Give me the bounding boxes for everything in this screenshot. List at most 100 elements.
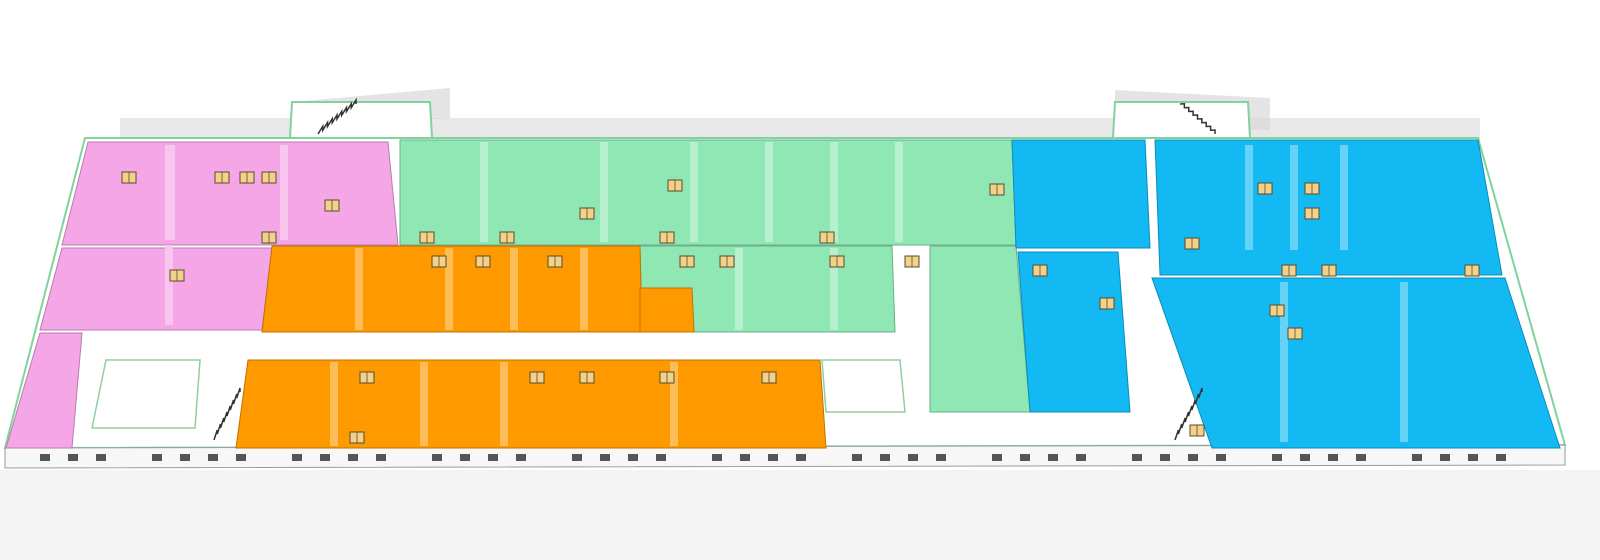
room-pink-mid xyxy=(39,247,273,331)
window-icon xyxy=(1281,264,1297,277)
courtyard-east xyxy=(821,359,906,413)
window-icon xyxy=(320,454,330,461)
partition-wall-13 xyxy=(510,248,518,330)
stair-icon xyxy=(1174,387,1203,441)
room-pink-south xyxy=(5,332,83,449)
window-icon xyxy=(1412,454,1422,461)
window-icon xyxy=(1184,237,1200,250)
stair-icon xyxy=(317,97,357,135)
partition-wall-6 xyxy=(765,142,773,242)
window-icon xyxy=(1188,454,1198,461)
window-icon xyxy=(1076,454,1086,461)
stair-tower-right xyxy=(1111,101,1252,139)
partition-wall-1 xyxy=(280,145,288,240)
partition-wall-23 xyxy=(1400,282,1408,442)
slab-front-face xyxy=(4,444,1566,469)
window-icon xyxy=(659,371,675,384)
partition-wall-7 xyxy=(830,142,838,242)
window-icon xyxy=(1464,264,1480,277)
room-orange-south xyxy=(235,359,827,449)
zone-layer xyxy=(5,139,1561,449)
partition-wall-2 xyxy=(165,245,173,325)
ground-plane xyxy=(0,470,1600,560)
window-icon xyxy=(68,454,78,461)
window-icon xyxy=(829,255,845,268)
partition-wall-22 xyxy=(1280,282,1288,442)
window-icon xyxy=(904,255,920,268)
window-icon xyxy=(292,454,302,461)
window-icon xyxy=(419,231,435,244)
window-icon xyxy=(1189,424,1205,437)
window-icon xyxy=(1328,454,1338,461)
window-icon xyxy=(1321,264,1337,277)
room-blue-w xyxy=(1017,251,1131,413)
window-icon xyxy=(547,255,563,268)
partition-wall-4 xyxy=(600,142,608,242)
room-pink-north xyxy=(61,141,399,246)
partition-wall-20 xyxy=(1290,145,1298,250)
window-icon xyxy=(432,454,442,461)
stair-icon-treads xyxy=(213,387,241,441)
stair-icon-treads xyxy=(1179,102,1216,134)
window-icon xyxy=(667,179,683,192)
window-icon xyxy=(1160,454,1170,461)
window-icon xyxy=(1132,454,1142,461)
stair-icon xyxy=(1179,102,1216,134)
window-icon xyxy=(1496,454,1506,461)
window-icon xyxy=(712,454,722,461)
window-icon xyxy=(628,454,638,461)
window-icon xyxy=(376,454,386,461)
window-icon xyxy=(1032,264,1048,277)
window-icon xyxy=(348,454,358,461)
window-icon xyxy=(359,371,375,384)
room-orange-notch xyxy=(639,287,695,333)
window-icon xyxy=(936,454,946,461)
window-icon xyxy=(499,231,515,244)
window-icon xyxy=(600,454,610,461)
partition-wall-16 xyxy=(420,362,428,446)
partition-wall-15 xyxy=(330,362,338,446)
window-icon xyxy=(1020,454,1030,461)
partition-wall-19 xyxy=(1245,145,1253,250)
window-icon xyxy=(121,171,137,184)
partition-wall-21 xyxy=(1340,145,1348,250)
window-icon xyxy=(460,454,470,461)
window-icon xyxy=(740,454,750,461)
window-icon xyxy=(852,454,862,461)
stair-icon-treads xyxy=(1174,387,1203,441)
window-icon xyxy=(768,454,778,461)
room-blue-nw xyxy=(1011,139,1151,249)
stairs-layer xyxy=(213,97,1216,441)
window-icon xyxy=(1216,454,1226,461)
window-icon xyxy=(1257,182,1273,195)
window-icon xyxy=(1048,454,1058,461)
windows-layer xyxy=(40,171,1506,461)
window-icon xyxy=(208,454,218,461)
room-green-east xyxy=(929,245,1031,413)
window-icon xyxy=(529,371,545,384)
window-icon xyxy=(1304,182,1320,195)
window-icon xyxy=(579,371,595,384)
window-icon xyxy=(679,255,695,268)
window-icon xyxy=(236,454,246,461)
courtyard-west xyxy=(91,359,201,429)
window-icon xyxy=(96,454,106,461)
window-icon xyxy=(796,454,806,461)
window-icon xyxy=(659,231,675,244)
window-icon xyxy=(214,171,230,184)
window-icon xyxy=(880,454,890,461)
window-icon xyxy=(40,454,50,461)
window-icon xyxy=(180,454,190,461)
partition-wall-18 xyxy=(670,362,678,446)
window-icon xyxy=(1269,304,1285,317)
window-icon xyxy=(349,431,365,444)
window-icon xyxy=(579,207,595,220)
partition-wall-8 xyxy=(895,142,903,242)
window-icon xyxy=(719,255,735,268)
window-icon xyxy=(516,454,526,461)
stair-icon xyxy=(213,387,241,441)
window-icon xyxy=(239,171,255,184)
window-icon xyxy=(261,171,277,184)
stair-icon-treads xyxy=(317,97,357,135)
